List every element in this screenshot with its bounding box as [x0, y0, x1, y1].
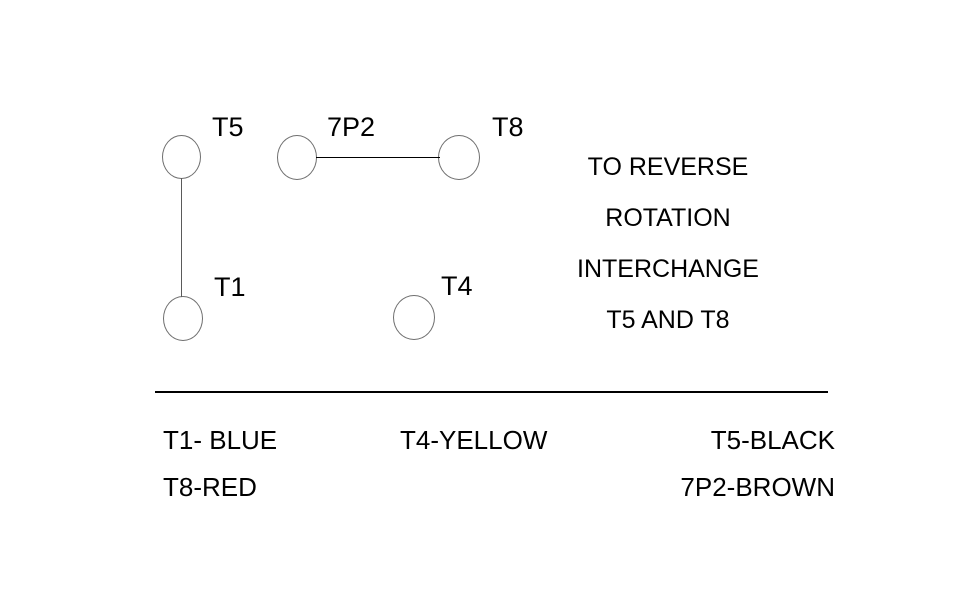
- legend-item-t8: T8-RED: [163, 472, 257, 502]
- wire-color-legend: T1- BLUE T8-RED T4-YELLOW T5-BLACK 7P2-B…: [155, 415, 835, 525]
- wire-7p2-to-t8: [316, 157, 440, 158]
- legend-item-t4: T4-YELLOW: [400, 425, 548, 455]
- note-line-1: TO REVERSE: [587, 153, 749, 181]
- terminal-label-t8: T8: [492, 112, 524, 142]
- note-line-4: T5 AND T8: [606, 306, 730, 334]
- legend-item-t5: T5-BLACK: [710, 425, 835, 455]
- note-line-3: INTERCHANGE: [577, 255, 759, 283]
- terminal-label-7p2: 7P2: [327, 112, 376, 142]
- note-line-2: ROTATION: [605, 204, 731, 232]
- terminal-label-t1: T1: [214, 272, 246, 302]
- terminal-label-t5: T5: [212, 112, 244, 142]
- terminal-circle-t8[interactable]: [438, 135, 480, 180]
- legend-item-t1: T1- BLUE: [163, 425, 278, 455]
- terminal-label-t4: T4: [441, 271, 473, 301]
- terminal-circle-t5[interactable]: [162, 135, 201, 179]
- terminal-circle-t1[interactable]: [163, 296, 203, 341]
- reverse-rotation-note: TO REVERSE ROTATION INTERCHANGE T5 AND T…: [528, 142, 808, 346]
- legend-item-7p2: 7P2-BROWN: [680, 472, 835, 502]
- wire-t5-to-t1: [181, 178, 182, 297]
- terminal-circle-t4[interactable]: [393, 295, 435, 340]
- terminal-circle-7p2[interactable]: [277, 135, 317, 180]
- legend-divider: [155, 391, 828, 393]
